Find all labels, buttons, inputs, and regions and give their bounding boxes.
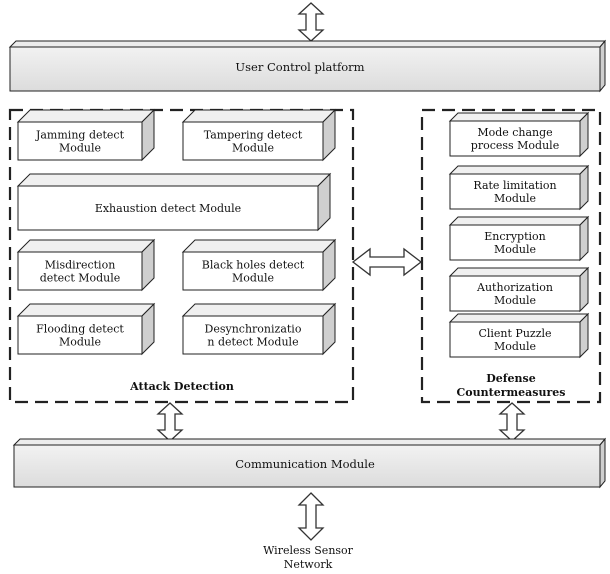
attack-module-desync-label-line-2: n detect Module bbox=[207, 336, 298, 349]
attack-module-black-holes-label-line-2: Module bbox=[232, 272, 274, 285]
defense-module-client-puzzle-label-line-2: Module bbox=[494, 340, 536, 353]
user-control-platform-bar: User Control platform bbox=[8, 39, 607, 93]
bottom-double-arrow-icon bbox=[297, 492, 325, 541]
attack-module-jamming-label-line-2: Module bbox=[59, 142, 101, 155]
defense-module-rate-limit-label-line-2: Module bbox=[494, 192, 536, 205]
communication-module-bar: Communication Module bbox=[12, 437, 607, 489]
attack-to-communication-arrow-icon bbox=[156, 402, 184, 442]
attack-module-jamming-label-line-1: Jamming detect bbox=[35, 129, 125, 142]
defense-module-mode-change-label-line-2: process Module bbox=[471, 139, 559, 152]
defense-module-authorization-label-line-1: Authorization bbox=[476, 281, 553, 294]
attack-module-desync-label-line-1: Desynchronizatio bbox=[205, 323, 302, 336]
attack-module-tampering-label-line-2: Module bbox=[232, 142, 274, 155]
attack-module-flooding-label-line-1: Flooding detect bbox=[36, 323, 124, 336]
defense-module-rate-limit-label-line-1: Rate limitation bbox=[473, 179, 556, 192]
defense-module-authorization-label-line-2: Module bbox=[494, 294, 536, 307]
user-control-platform-label: User Control platform bbox=[235, 60, 364, 74]
defense-module-mode-change-label-line-1: Mode change bbox=[477, 126, 552, 139]
defense-to-communication-arrow-icon bbox=[498, 402, 526, 442]
attack-module-flooding-label-line-2: Module bbox=[59, 336, 101, 349]
attack-module-black-holes-label-line-1: Black holes detect bbox=[202, 259, 305, 272]
defense-title-line-2: Countermeasures bbox=[457, 386, 566, 399]
top-double-arrow-icon bbox=[297, 2, 325, 42]
attack-detection-title: Attack Detection bbox=[129, 380, 234, 393]
defense-countermeasures-group: Defense Countermeasures Mode changeproce… bbox=[420, 108, 602, 404]
defense-module-client-puzzle-label-line-1: Client Puzzle bbox=[478, 327, 551, 340]
horizontal-double-arrow-icon bbox=[351, 247, 423, 277]
attack-module-exhaustion-label-line-1: Exhaustion detect Module bbox=[95, 202, 241, 215]
attack-module-tampering-label-line-1: Tampering detect bbox=[204, 129, 303, 142]
defense-module-encryption-label-line-1: Encryption bbox=[484, 230, 545, 243]
attack-module-misdirection-label-line-1: Misdirection bbox=[45, 259, 116, 272]
wireless-sensor-network-line-1: Wireless Sensor bbox=[263, 544, 354, 557]
communication-module-label: Communication Module bbox=[235, 457, 375, 471]
attack-detection-group: Attack Detection Jamming detectModuleTam… bbox=[8, 108, 355, 404]
attack-module-exhaustion: Exhaustion detect Module bbox=[16, 172, 332, 232]
defense-title-line-1: Defense bbox=[486, 372, 535, 385]
defense-module-encryption-label-line-2: Module bbox=[494, 243, 536, 256]
wireless-sensor-network-line-2: Network bbox=[284, 558, 333, 571]
attack-module-misdirection-label-line-2: detect Module bbox=[40, 272, 121, 285]
